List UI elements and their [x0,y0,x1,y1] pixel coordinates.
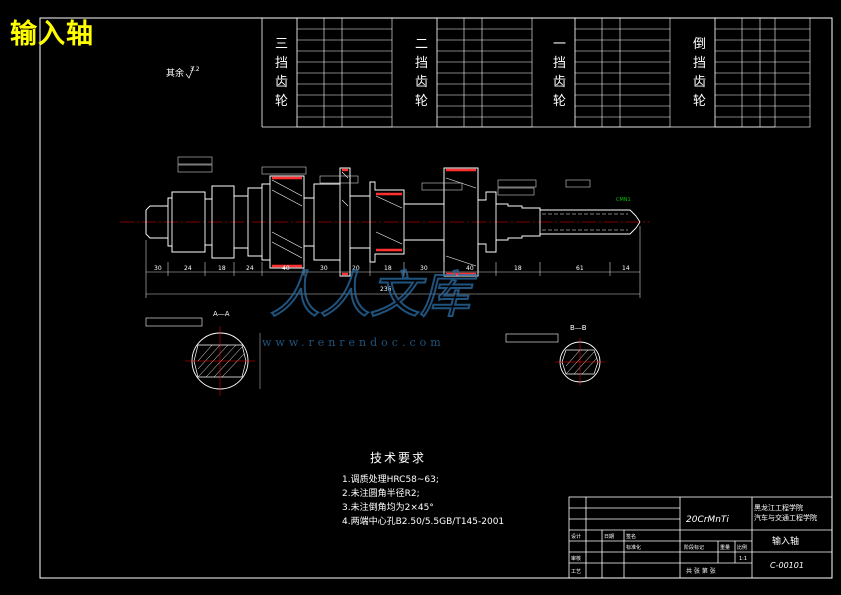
svg-text:齿: 齿 [553,75,566,90]
roughness-note: 其余 [166,67,184,79]
gear-tables [261,18,775,128]
svg-text:挡: 挡 [415,56,428,71]
tech-heading: 技术要求 [370,451,426,465]
svg-text:30: 30 [320,265,328,272]
section-b-label: B—B [570,324,587,332]
gear-pitch-marks [272,168,476,276]
svg-text:20: 20 [352,265,360,272]
svg-text:61: 61 [576,265,584,272]
drawing-number: C-00101 [770,561,804,570]
gear-label-1: 一 [553,37,566,52]
svg-text:轮: 轮 [553,94,566,109]
material: 20CrMnTi [686,515,729,525]
svg-text:14: 14 [622,265,630,272]
svg-text:18: 18 [384,265,392,272]
svg-text:40: 40 [466,265,474,272]
roughness-value: 3.2 [190,66,200,73]
sign-label: 签名 [626,533,636,540]
school-line2: 汽车与交通工程学院 [754,513,817,522]
tech-item-2: 2.未注圆角半径R2; [342,487,420,499]
section-a: A—A [145,310,261,396]
svg-text:18: 18 [218,265,226,272]
process-label: 工艺 [571,569,581,575]
tech-requirements: 技术要求 1.调质处理HRC58~63; 2.未注圆角半径R2; 3.未注倒角均… [342,451,504,527]
gear-label-reverse: 倒 [693,37,706,52]
svg-text:30: 30 [154,265,162,272]
svg-text:24: 24 [184,265,192,272]
tech-item-1: 1.调质处理HRC58~63; [342,473,439,485]
svg-text:齿: 齿 [693,75,706,90]
review-label: 审核 [571,555,581,562]
title-block [568,496,833,579]
svg-text:40: 40 [282,265,290,272]
stage-mark-label: 阶段标记 [684,544,704,551]
dimension-lines [145,156,641,298]
section-a-label: A—A [213,310,230,318]
svg-text:挡: 挡 [275,56,288,71]
svg-text:18: 18 [514,265,522,272]
svg-text:挡: 挡 [553,56,566,71]
tech-item-3: 3.未注倒角均为2×45° [342,501,434,513]
svg-text:www.renrendoc.com: www.renrendoc.com [262,336,445,349]
svg-text:人人文库: 人人文库 [270,266,477,324]
gear-label-2: 二 [415,37,428,52]
segment-dims: 30 24 18 24 40 30 20 18 30 40 18 61 14 [154,265,630,272]
tech-item-4: 4.两端中心孔B2.50/5.5GB/T145-2001 [342,515,504,527]
svg-text:24: 24 [246,265,254,272]
svg-text:30: 30 [420,265,428,272]
scale-label: 比例 [737,544,747,551]
gear-table-grid [296,17,811,128]
outer-frame [39,17,833,579]
school-line1: 黑龙江工程学院 [754,503,803,512]
svg-text:齿: 齿 [415,75,428,90]
shaft-main-view [120,167,650,277]
svg-text:轮: 轮 [275,94,288,109]
gear-table-labels: 三 挡 齿 轮 二 挡 齿 轮 一 挡 齿 轮 倒 挡 齿 轮 [275,37,706,109]
overall-length: 236 [380,286,392,293]
designer-label: 设计 [571,533,581,540]
title-block-text: 20CrMnTi 黑龙江工程学院 汽车与交通工程学院 输入轴 C-00101 1… [571,503,817,575]
weight-label: 重量 [720,544,730,551]
svg-text:挡: 挡 [693,56,706,71]
standardize-label: 标准化 [626,544,641,551]
scale: 1:1 [739,556,747,562]
part-name: 输入轴 [772,535,799,547]
watermark: 人人文库 www.renrendoc.com [262,265,478,349]
green-mark: CMN1 [616,197,631,203]
overlay-title: 输入轴 [10,19,94,50]
svg-text:轮: 轮 [415,94,428,109]
svg-text:轮: 轮 [693,94,706,109]
section-b: B—B [505,324,605,386]
gear-label-3: 三 [275,37,288,52]
svg-text:齿: 齿 [275,75,288,90]
sheets-label: 共 张 第 张 [686,567,716,575]
date-label: 日期 [604,534,614,540]
